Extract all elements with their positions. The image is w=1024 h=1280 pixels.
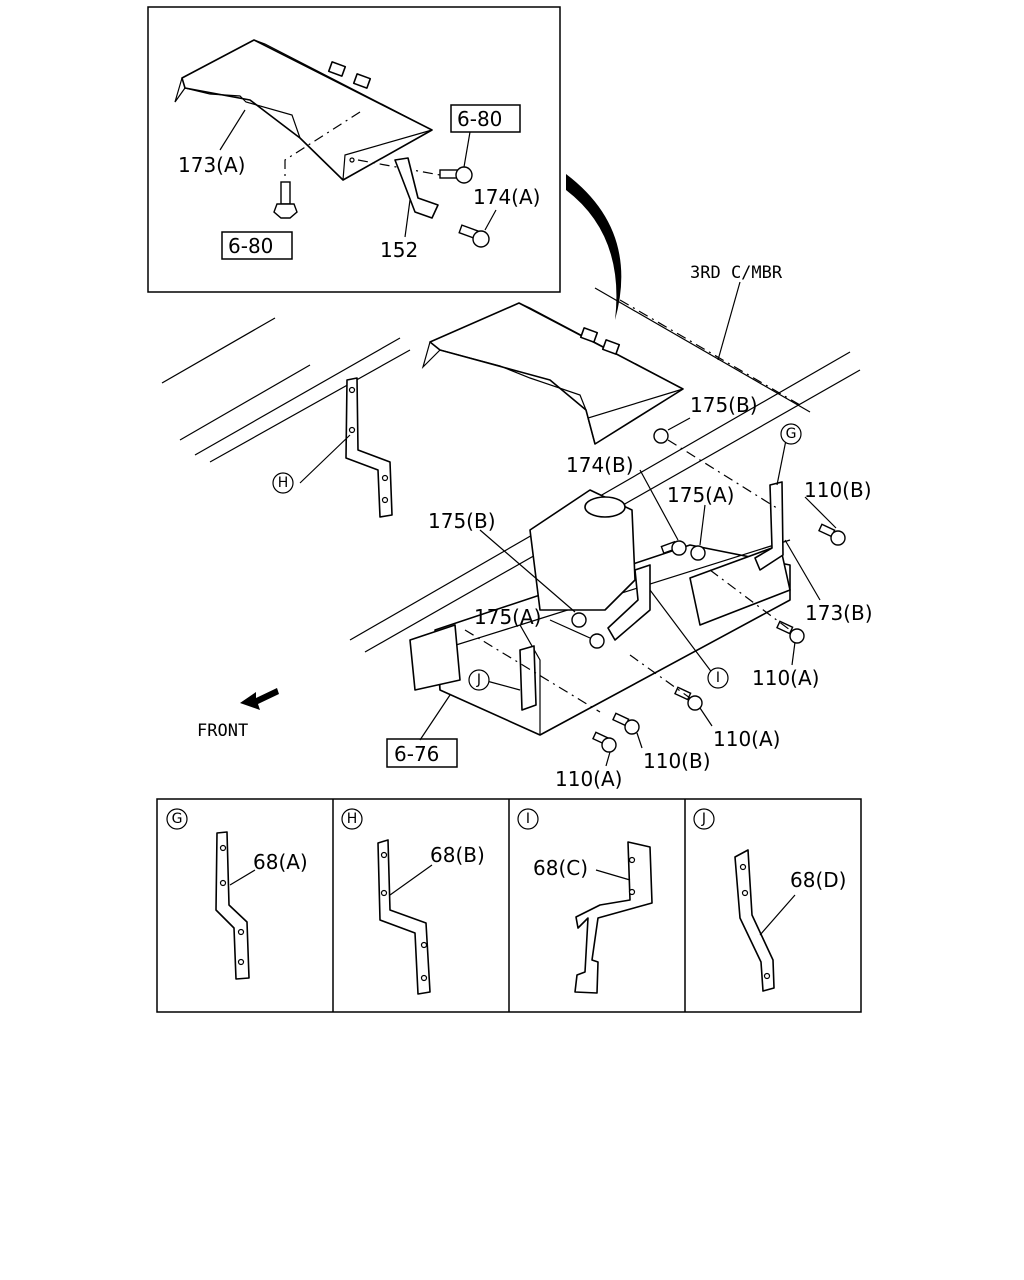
label-110b-bottom: 110(B): [643, 749, 711, 773]
ref-box-676: [386, 738, 458, 768]
fasteners-main: [571, 428, 846, 753]
ref-box-680-left: [221, 231, 293, 260]
bolt-110a-bottom: [601, 737, 617, 753]
svg-text:H: H: [347, 811, 358, 827]
label-173a: 173(A): [178, 153, 245, 177]
inset-bracket-152: [394, 157, 439, 219]
dash-173b: [709, 569, 791, 631]
detail-panel-g: G 68(A): [166, 808, 308, 980]
callout-h-main: [272, 472, 294, 494]
detail-panel-h: H 68(B): [341, 808, 485, 995]
label-3rd-cmbr: 3RD C/MBR: [690, 263, 783, 283]
inset-bolt-top: [439, 166, 473, 184]
callout-i-main: [707, 667, 729, 689]
callout-i-detail: [517, 808, 539, 830]
inset-frame: [147, 6, 561, 293]
label-680-left: 6-80: [228, 234, 273, 258]
inset-cover-173a: [174, 39, 433, 181]
callout-j-main: [468, 669, 490, 691]
label-173b: 173(B): [805, 601, 873, 625]
inset-detail: 173(A) 6-80 174(A) 6-80 152: [147, 6, 561, 293]
inset-dash-line-1: [284, 111, 361, 180]
inset-bolt-174a: [458, 224, 490, 248]
detail-panel-i: I 68(C): [517, 808, 653, 994]
inset-bolt-left: [273, 181, 298, 219]
leader-152: [404, 199, 411, 238]
dash-175b-top: [667, 439, 781, 511]
callout-j-detail: [693, 808, 715, 830]
label-175a-mid: 175(A): [474, 605, 541, 629]
svg-text:H: H: [278, 475, 289, 491]
label-174b: 174(B): [566, 453, 634, 477]
label-68c: 68(C): [533, 856, 588, 880]
label-174a: 174(A): [473, 185, 540, 209]
label-68b: 68(B): [430, 843, 485, 867]
cover-173a-main: [421, 302, 684, 445]
leaders-main: [299, 281, 837, 767]
battery-hold: [529, 489, 636, 611]
nut-175b-left: [571, 612, 587, 628]
label-110a-bottom: 110(A): [555, 767, 622, 791]
label-175a-top: 175(A): [667, 483, 734, 507]
label-175b-left: 175(B): [428, 509, 496, 533]
battery-box-assembly: [409, 481, 791, 736]
label-68d: 68(D): [790, 868, 846, 892]
detail-panel-j: J 68(D): [693, 808, 846, 992]
bolt-110a-right: [789, 628, 805, 644]
label-175b-top: 175(B): [690, 393, 758, 417]
callout-h-detail: [341, 808, 363, 830]
nut-175a-mid: [589, 633, 605, 649]
svg-text:I: I: [526, 811, 530, 827]
bracket-i-installed: [607, 564, 651, 641]
detail-panels: G 68(A) H 68(B) I: [156, 798, 862, 1013]
inset-dash-line-2: [357, 159, 441, 176]
svg-text:J: J: [476, 672, 481, 688]
dash-j-bolts: [464, 629, 601, 713]
bolt-110b-right: [830, 530, 846, 546]
svg-text:J: J: [701, 811, 706, 827]
label-680-top: 6-80: [457, 107, 502, 131]
bolt-110b-bottom: [624, 719, 640, 735]
label-676: 6-76: [394, 742, 439, 766]
bracket-g-installed: [754, 481, 784, 571]
label-110b-right: 110(B): [804, 478, 872, 502]
label-110a-right: 110(A): [752, 666, 819, 690]
bracket-j-installed: [519, 645, 537, 711]
label-152: 152: [380, 238, 418, 262]
leader-173a: [219, 109, 246, 151]
ref-box-680-top: [450, 104, 521, 133]
bolt-110a-mid: [687, 695, 703, 711]
front-arrow-icon: [240, 688, 279, 710]
callout-g-detail: [166, 808, 188, 830]
svg-text:G: G: [172, 811, 183, 827]
leader-174a: [484, 209, 497, 231]
label-110a-mid: 110(A): [713, 727, 780, 751]
third-cmbr-centerline: [619, 299, 801, 406]
callout-g-main: [780, 423, 802, 445]
leader-680-top: [463, 131, 471, 168]
bracket-h-floating: [345, 377, 393, 518]
nut-175a-top: [690, 545, 706, 561]
curved-arrow: [566, 174, 622, 320]
plate-6-76: [409, 624, 461, 691]
callouts-main: G H I J: [272, 423, 802, 691]
svg-text:G: G: [786, 426, 797, 442]
label-68a: 68(A): [253, 850, 308, 874]
label-front: FRONT: [197, 721, 248, 741]
svg-text:I: I: [716, 670, 720, 686]
nut-175b-top: [653, 428, 669, 444]
bolt-174b: [671, 540, 687, 556]
